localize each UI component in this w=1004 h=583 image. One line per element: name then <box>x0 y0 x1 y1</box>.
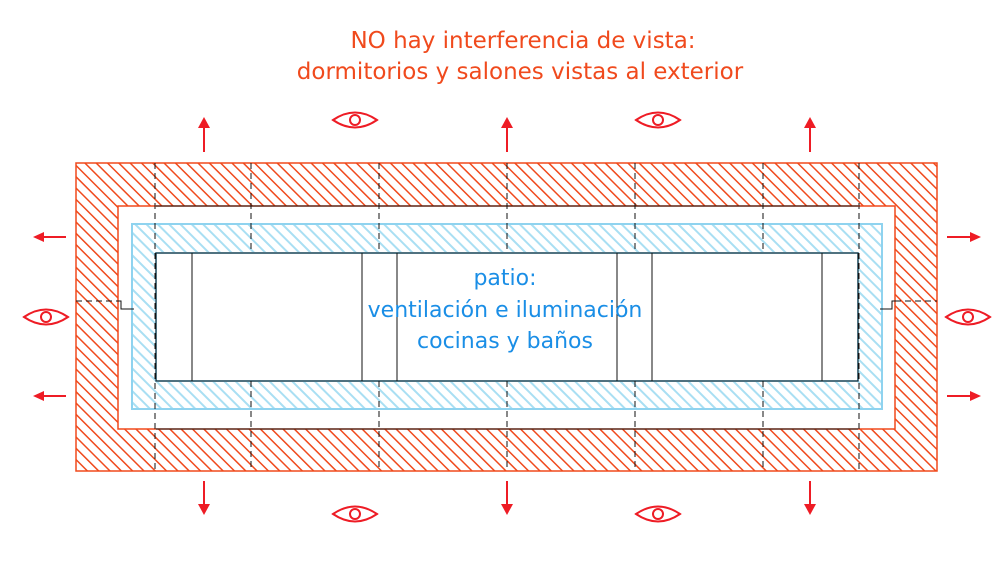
view-arrows <box>33 117 981 515</box>
eye-icon <box>635 111 681 129</box>
eye-icon <box>945 308 991 326</box>
arrow-icon <box>198 117 210 152</box>
eye-icon <box>23 308 69 326</box>
diagram-title-line-1: NO hay interferencia de vista: <box>350 28 695 54</box>
arrow-icon <box>947 232 981 242</box>
arrow-icon <box>804 117 816 152</box>
arrow-icon <box>501 117 513 152</box>
arrow-icon <box>198 481 210 515</box>
patio-label-line-1: patio: <box>473 266 536 291</box>
eye-icon <box>332 111 378 129</box>
arrow-icon <box>33 232 66 242</box>
diagram-title-line-2: dormitorios y salones vistas al exterior <box>297 59 744 85</box>
eye-icon <box>332 505 378 523</box>
plan-grid-lines <box>76 163 937 471</box>
patio-label-line-3: cocinas y baños <box>417 329 593 354</box>
arrow-icon <box>804 481 816 515</box>
arrow-icon <box>947 391 981 401</box>
patio-label-line-2: ventilación e iluminación <box>368 298 643 323</box>
arrow-icon <box>33 391 66 401</box>
eye-icon <box>635 505 681 523</box>
arrow-icon <box>501 481 513 515</box>
